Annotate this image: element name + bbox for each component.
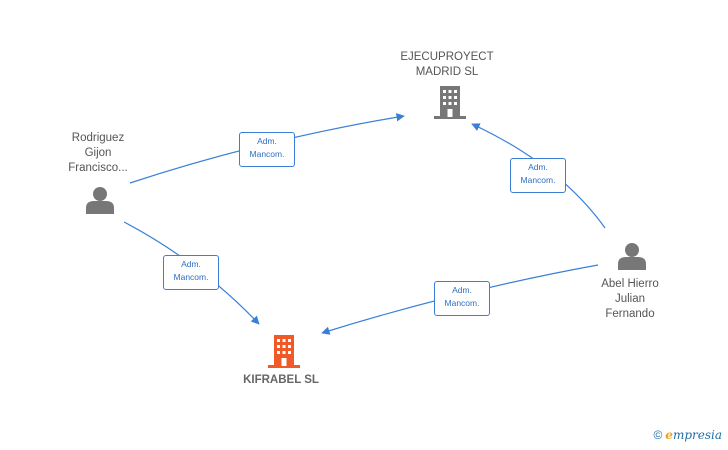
company-label-ejecuproyect[interactable]: EJECUPROYECT MADRID SL xyxy=(397,50,497,80)
edge-label-line: Adm. xyxy=(257,136,277,146)
edge-label-line: Mancom. xyxy=(520,175,556,185)
person-icon[interactable] xyxy=(86,187,114,214)
person-label-rodriguez[interactable]: Rodriguez Gijon Francisco... xyxy=(53,131,143,176)
watermark: © empresia xyxy=(653,428,722,442)
person-label-abel[interactable]: Abel Hierro Julian Fernando xyxy=(585,277,675,322)
company-name-line: EJECUPROYECT xyxy=(400,51,494,63)
edge-label-abel-ejecuproyect[interactable]: Adm. Mancom. xyxy=(510,158,566,193)
person-name-line: Francisco... xyxy=(68,162,128,174)
building-icon[interactable] xyxy=(268,335,300,368)
brand-initial: e xyxy=(665,428,673,442)
copyright-symbol: © xyxy=(653,428,663,442)
edge-label-line: Adm. xyxy=(181,259,201,269)
company-label-kifrabel[interactable]: KIFRABEL SL xyxy=(231,373,331,388)
person-name-line: Fernando xyxy=(605,308,655,320)
person-icon[interactable] xyxy=(618,243,646,270)
building-icon[interactable] xyxy=(434,86,466,119)
brand-rest: mpresia xyxy=(672,428,722,442)
edge-label-abel-kifrabel[interactable]: Adm. Mancom. xyxy=(434,281,490,316)
company-name-line: KIFRABEL SL xyxy=(243,374,319,386)
edge-label-rodriguez-kifrabel[interactable]: Adm. Mancom. xyxy=(163,255,219,290)
company-name-line: MADRID SL xyxy=(415,66,479,78)
person-name-line: Abel Hierro xyxy=(601,278,659,290)
edge-label-line: Adm. xyxy=(528,162,548,172)
edge-label-line: Mancom. xyxy=(249,149,285,159)
person-name-line: Julian xyxy=(614,293,646,305)
edge-label-line: Adm. xyxy=(452,285,472,295)
person-name-line: Gijon xyxy=(84,147,112,159)
edge-label-rodriguez-ejecuproyect[interactable]: Adm. Mancom. xyxy=(239,132,295,167)
brand-logo: empresia xyxy=(665,428,722,442)
person-name-line: Rodriguez xyxy=(71,132,125,144)
edge-label-line: Mancom. xyxy=(444,298,480,308)
edge-label-line: Mancom. xyxy=(173,272,209,282)
